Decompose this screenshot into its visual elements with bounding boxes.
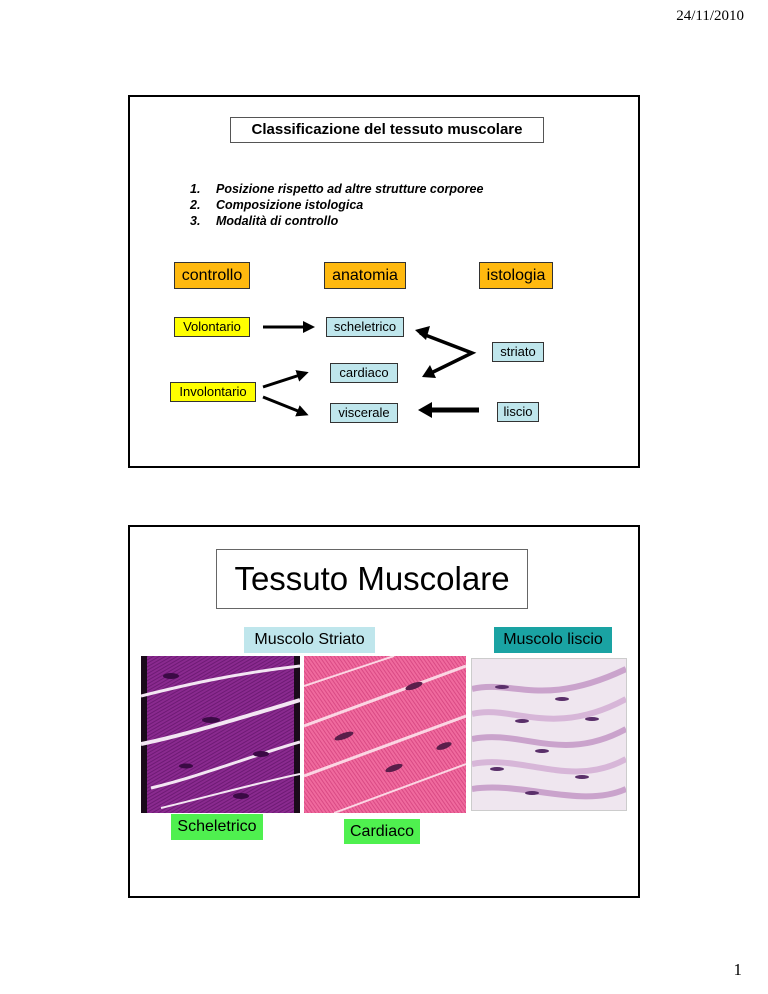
box-liscio: liscio [497, 402, 539, 422]
arrow-involontario-viscerale [262, 395, 309, 417]
slide1-title: Classificazione del tessuto muscolare [230, 117, 544, 143]
box-viscerale: viscerale [330, 403, 398, 423]
skeletal-muscle-image [141, 656, 300, 813]
box-scheletrico: scheletrico [326, 317, 404, 337]
list-item: 1.Posizione rispetto ad altre strutture … [190, 182, 484, 196]
box-cardiaco: cardiaco [330, 363, 398, 383]
box-striato: striato [492, 342, 544, 362]
label-scheletrico: Scheletrico [171, 814, 263, 840]
arrowhead-to-scheletrico-icon [415, 326, 430, 340]
smooth-muscle-image [471, 658, 627, 811]
arrow-involontario-cardiaco [262, 370, 309, 389]
page-number: 1 [733, 960, 743, 979]
flow-arrows [262, 321, 479, 418]
criteria-list: 1.Posizione rispetto ad altre strutture … [190, 181, 483, 229]
arrowhead-to-viscerale-icon [418, 402, 432, 418]
slide-classification: Classificazione del tessuto muscolare 1.… [128, 95, 640, 468]
arrow-striato-split [419, 331, 477, 376]
header-istologia: istologia [479, 262, 553, 289]
box-volontario: Volontario [174, 317, 250, 337]
header-controllo: controllo [174, 262, 250, 289]
list-item: 3.Modalità di controllo [190, 214, 339, 228]
cardiac-muscle-image [304, 656, 466, 813]
box-involontario: Involontario [170, 382, 256, 402]
header-anatomia: anatomia [324, 262, 406, 289]
label-cardiaco: Cardiaco [344, 819, 420, 844]
slide2-title: Tessuto Muscolare [216, 549, 528, 609]
list-item: 2.Composizione istologica [190, 198, 364, 212]
slide-tessuto-muscolare: Tessuto Muscolare Muscolo Striato Muscol… [128, 525, 640, 898]
page-date: 24/11/2010 [676, 8, 744, 24]
arrowhead-to-cardiaco-icon [422, 365, 436, 378]
label-muscolo-liscio: Muscolo liscio [494, 627, 612, 653]
label-muscolo-striato: Muscolo Striato [244, 627, 375, 653]
